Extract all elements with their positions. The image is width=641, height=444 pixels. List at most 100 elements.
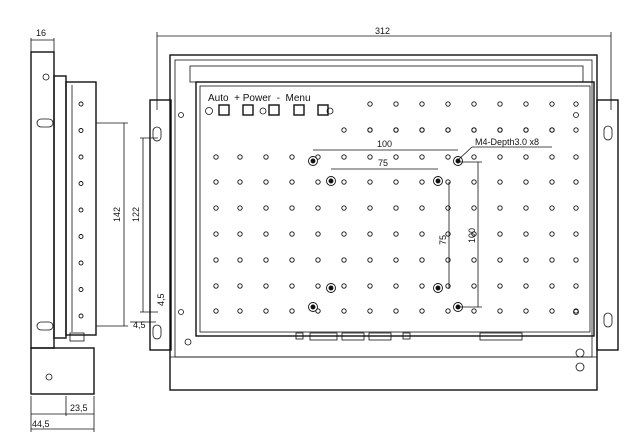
vent-hole-icon <box>497 205 503 211</box>
vent-hole-icon <box>445 308 451 314</box>
ear-slot <box>603 312 613 328</box>
vent-hole-icon <box>497 101 503 107</box>
mount-hole-core-icon <box>435 178 441 184</box>
vent-hole-icon <box>289 308 295 314</box>
vent-hole-icon <box>549 308 555 314</box>
vent-hole-icon <box>341 154 347 160</box>
vent-hole-icon <box>497 127 503 133</box>
screw-hole <box>42 73 50 81</box>
vent-hole-icon <box>497 308 503 314</box>
screw-hole <box>45 373 53 381</box>
dim-side-bottom-b: 44,5 <box>32 419 50 429</box>
dim-side-width: 16 <box>36 28 46 38</box>
dim-front-width: 312 <box>375 26 390 36</box>
vent-hole-icon <box>263 205 269 211</box>
vent-hole-icon <box>523 231 529 237</box>
side-view: 16 142 122 4,5 4,5 23,5 <box>30 28 166 432</box>
vent-hole-icon <box>419 179 425 185</box>
vent-hole-icon <box>445 231 451 237</box>
vent-hole-icon <box>549 283 555 289</box>
minus-button <box>293 104 305 116</box>
slot-hole <box>36 321 54 331</box>
vent-hole-icon <box>341 205 347 211</box>
vent-hole-icon <box>289 154 295 160</box>
dim-hole-spacing-h2: 75 <box>378 158 388 168</box>
connector-port <box>341 332 365 341</box>
vent-hole-icon <box>213 179 219 185</box>
vent-hole-icon <box>549 154 555 160</box>
led-icon <box>326 107 334 115</box>
vent-hole-icon <box>419 308 425 314</box>
vent-hole-icon <box>471 179 477 185</box>
vent-hole-icon <box>341 179 347 185</box>
vent-hole-icon <box>523 205 529 211</box>
dim-side-gap-b: 4,5 <box>156 293 166 306</box>
vent-hole-icon <box>471 205 477 211</box>
vent-hole-icon <box>445 127 451 133</box>
dim-side-height-inner: 122 <box>131 207 141 222</box>
vent-hole-icon <box>573 283 579 289</box>
vent-hole-icon <box>367 179 373 185</box>
mount-hole-core-icon <box>310 158 316 164</box>
vent-hole-icon <box>367 283 373 289</box>
vent-hole-icon <box>419 154 425 160</box>
vent-hole-icon <box>471 101 477 107</box>
vent-hole-icon <box>471 231 477 237</box>
rear-view: 312 Auto + Power - Menu <box>149 26 619 391</box>
vent-hole-icon <box>497 257 503 263</box>
corner-screw-icon <box>184 338 192 346</box>
mount-hole-core-icon <box>328 178 334 184</box>
vent-hole-icon <box>237 205 243 211</box>
vent-hole-icon <box>393 283 399 289</box>
vent-hole-grid <box>213 101 579 314</box>
side-hole-icon <box>78 154 84 160</box>
connector-port <box>402 332 411 340</box>
power-button <box>268 104 280 116</box>
side-hole-icon <box>78 287 84 292</box>
leader-line <box>457 146 473 161</box>
vent-hole-icon <box>393 101 399 107</box>
vent-hole-icon <box>523 308 529 314</box>
vent-hole-icon <box>549 257 555 263</box>
vent-hole-icon <box>523 127 529 133</box>
vent-hole-icon <box>315 231 321 237</box>
vent-hole-icon <box>573 205 579 211</box>
vent-hole-icon <box>471 154 477 160</box>
vent-hole-icon <box>263 283 269 289</box>
vent-hole-icon <box>367 308 373 314</box>
vent-hole-icon <box>237 231 243 237</box>
ear-slot <box>152 126 162 142</box>
dim-hole-spacing-v2: 100 <box>467 228 477 243</box>
dim-side-height-outer: 142 <box>112 207 122 222</box>
side-hole-icon <box>78 234 84 239</box>
vent-hole-icon <box>393 179 399 185</box>
vent-hole-icon <box>573 231 579 237</box>
vent-hole-icon <box>213 205 219 211</box>
corner-screw-icon <box>573 309 579 315</box>
vent-hole-icon <box>367 257 373 263</box>
vent-hole-icon <box>213 257 219 263</box>
vent-hole-icon <box>213 154 219 160</box>
connector-port <box>295 332 304 340</box>
mount-hole-core-icon <box>435 285 441 291</box>
vent-hole-icon <box>341 231 347 237</box>
vent-hole-icon <box>341 257 347 263</box>
vent-hole-icon <box>419 283 425 289</box>
vent-hole-icon <box>549 127 555 133</box>
mount-hole-callout: M4-Depth3.0 x8 <box>475 137 539 147</box>
vent-hole-icon <box>549 101 555 107</box>
vent-hole-icon <box>497 179 503 185</box>
dim-side-gap-a: 4,5 <box>133 320 146 330</box>
vent-hole-icon <box>497 154 503 160</box>
vent-hole-icon <box>289 179 295 185</box>
vent-hole-icon <box>573 308 579 314</box>
vent-hole-icon <box>237 257 243 263</box>
vent-hole-icon <box>289 231 295 237</box>
side-hole-icon <box>78 313 84 319</box>
vent-hole-icon <box>289 283 295 289</box>
vent-hole-icon <box>393 127 399 133</box>
vent-hole-icon <box>471 308 477 314</box>
rear-panel-inner <box>199 85 591 333</box>
corner-screw-icon <box>575 362 585 372</box>
